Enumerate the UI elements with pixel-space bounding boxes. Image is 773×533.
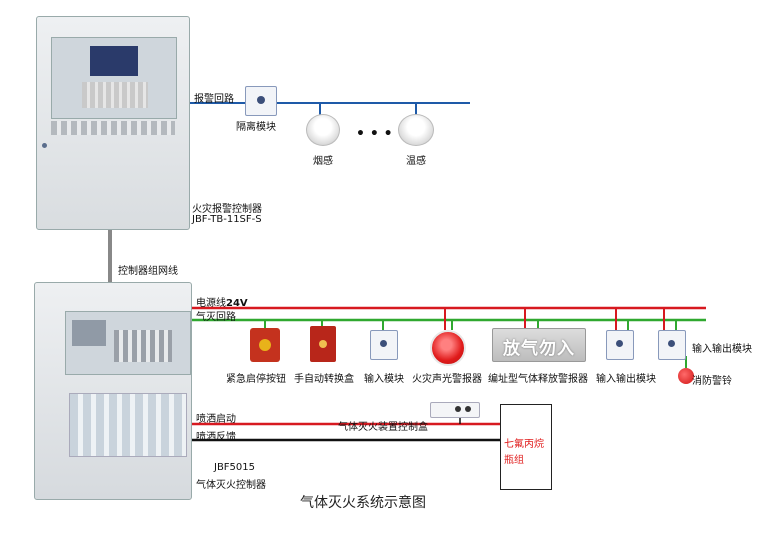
detector-ellipsis: • • •: [356, 126, 393, 142]
fire-alarm-controller: [36, 16, 190, 230]
alarm-loop-label: 报警回路: [194, 94, 234, 105]
fire-bell-icon: [678, 368, 694, 384]
gas-controller-display-area: [65, 311, 191, 375]
network-line-label: 控制器组网线: [118, 266, 178, 277]
input-module-device: [370, 330, 398, 360]
control-box-label: 气体灭火装置控制盒: [338, 422, 428, 433]
manual-auto-box-device: [310, 326, 336, 362]
fire-controller-name: 火灾报警控制器: [192, 204, 262, 215]
controller-keypad: [82, 82, 148, 108]
isolation-module-label: 隔离模块: [236, 122, 276, 133]
spray-start-label: 喷洒启动: [196, 414, 236, 425]
gas-extinguishing-controller: [34, 282, 192, 500]
controller-screen: [90, 46, 138, 76]
io-module-a-device: [606, 330, 634, 360]
gas-controller-name: 气体灭火控制器: [196, 480, 266, 491]
emergency-stop-button-device: [250, 328, 280, 362]
io-module-b-device: [658, 330, 686, 360]
extinguish-loop-label: 气灭回路: [196, 312, 236, 323]
release-sign-text: 放气勿入: [503, 339, 575, 359]
gas-release-alarm-label: 编址型气体释放警报器: [488, 374, 588, 385]
smoke-detector-icon: [306, 114, 340, 146]
emergency-button-label: 紧急启停按钮: [226, 374, 286, 385]
controller-keyhole: [42, 143, 47, 148]
io-module-a-label: 输入输出模块: [596, 374, 656, 385]
controller-display-area: [51, 37, 177, 119]
power-line-label: 电源线24V: [196, 298, 248, 309]
gas-controller-indicator-panel: [69, 393, 187, 457]
spray-feedback-label: 喷洒反馈: [196, 432, 236, 443]
controller-button-row: [51, 121, 175, 135]
gas-release-alarm-sign: 放气勿入: [492, 328, 586, 362]
control-box-device: [430, 402, 480, 418]
io-module-b-label: 输入输出模块: [692, 344, 752, 355]
cylinder-label-line2: 瓶组: [504, 455, 524, 466]
isolation-module-device: [245, 86, 277, 116]
sound-light-alarm-label: 火灾声光警报器: [412, 374, 482, 385]
cylinder-label-line1: 七氟丙烷: [504, 439, 544, 450]
gas-controller-keypad: [114, 330, 172, 362]
gas-controller-model: JBF5015: [214, 462, 256, 473]
heat-detector-icon: [398, 114, 434, 146]
smoke-detector-label: 烟感: [313, 156, 333, 167]
fire-controller-model: JBF-TB-11SF-S: [192, 214, 262, 225]
input-module-label: 输入模块: [364, 374, 404, 385]
gas-controller-screen: [72, 320, 106, 346]
manual-auto-box-label: 手自动转换盒: [294, 374, 354, 385]
diagram-title: 气体灭火系统示意图: [300, 495, 426, 511]
fire-bell-label: 消防警铃: [692, 376, 732, 387]
cylinder-group-box: 七氟丙烷 瓶组: [500, 404, 552, 490]
heat-detector-label: 温感: [406, 156, 426, 167]
sound-light-alarm-icon: [430, 330, 466, 366]
